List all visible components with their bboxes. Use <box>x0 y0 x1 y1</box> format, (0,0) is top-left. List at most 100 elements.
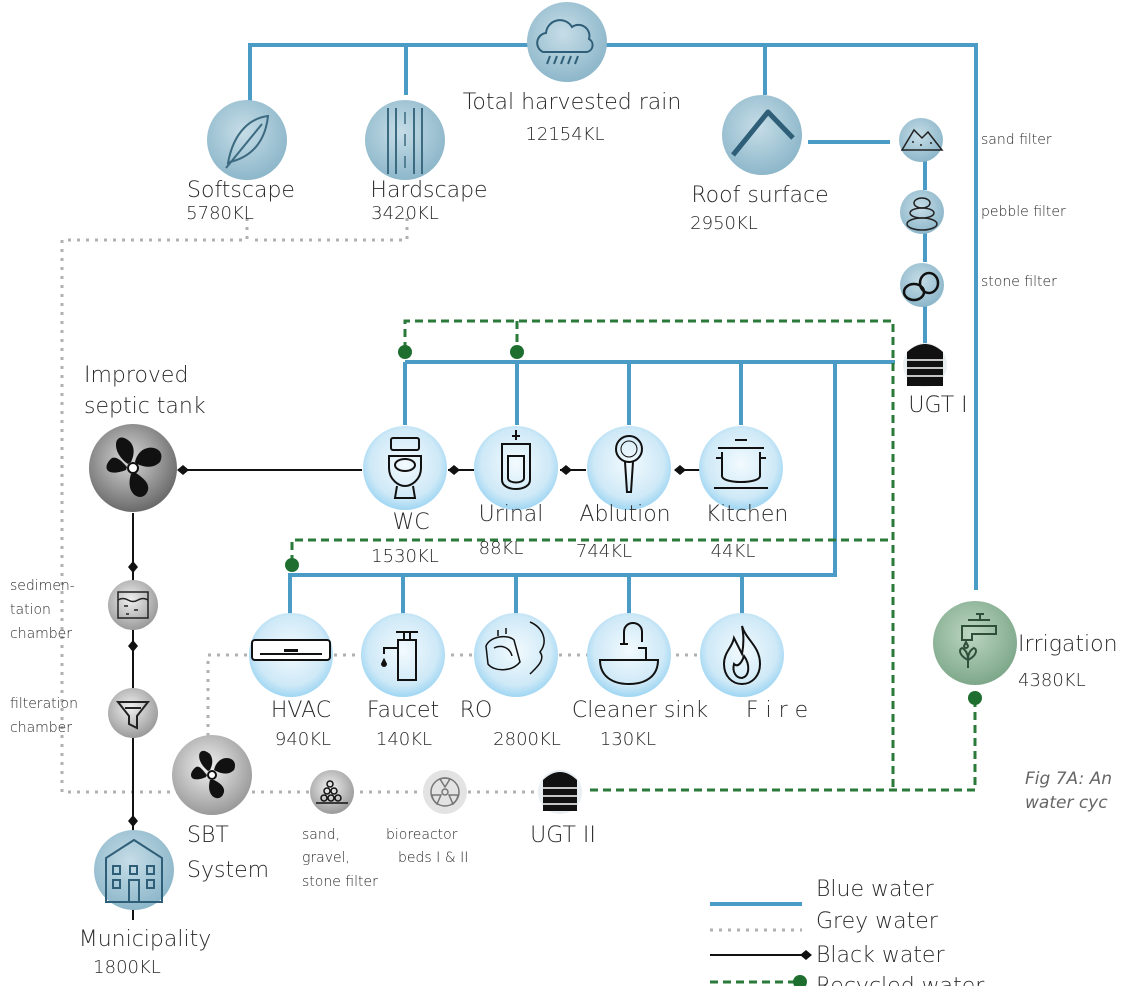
sbt-node <box>172 735 252 815</box>
legend-black-label: Black water <box>816 943 945 968</box>
municipality-node <box>94 830 174 910</box>
sand-gravel-node <box>310 770 354 814</box>
filtration-line2: chamber <box>10 720 72 736</box>
grey-water-pipes <box>60 218 703 794</box>
septic-label-line2: septic tank <box>84 394 206 419</box>
ro-node <box>474 613 558 697</box>
stone-filter-label: stone filter <box>981 274 1057 290</box>
sbt-line1: SBT <box>187 823 229 848</box>
urinal-icon <box>501 430 531 490</box>
ugt2-node <box>538 770 582 814</box>
kitchen-value: 44KL <box>711 541 756 562</box>
faucet-value: 140KL <box>376 729 432 750</box>
legend-item-grey: Grey water <box>710 909 939 934</box>
wc-node <box>363 426 447 510</box>
irrigation-node <box>933 601 1017 685</box>
sand-gravel-line1: sand, <box>302 827 340 843</box>
ablution-label: Ablution <box>579 502 670 527</box>
figure-caption-line2: water cyc <box>1025 793 1108 813</box>
legend-item-blue: Blue water <box>710 877 935 906</box>
wc-value: 1530KL <box>371 546 439 567</box>
wc-label: WC <box>392 510 429 535</box>
tap-plant-icon <box>959 613 997 668</box>
toilet-icon <box>388 437 422 499</box>
stone-filter-node <box>900 263 944 307</box>
municipality-label: Municipality <box>79 927 212 952</box>
radiation-icon <box>430 777 460 807</box>
cooking-pot-icon <box>714 439 768 489</box>
road-icon <box>387 108 423 174</box>
funnel-icon <box>115 701 151 730</box>
ablution-value: 744KL <box>576 541 632 562</box>
gravel-icon <box>316 780 348 804</box>
sand-filter-label: sand filter <box>981 132 1052 148</box>
faucet-icon <box>380 631 418 681</box>
sand-pile-icon <box>900 128 944 151</box>
septic-tank-node <box>89 424 177 512</box>
hvac-label: HVAC <box>271 698 331 723</box>
legend-recycled-label: Recycled water <box>816 974 985 986</box>
legend-item-recycled: Recycled water <box>710 974 985 986</box>
sand-gravel-line3: stone filter <box>302 874 378 890</box>
fire-node <box>700 613 784 697</box>
ugt1-node <box>903 343 947 387</box>
sink-icon <box>598 622 660 686</box>
stones-icon <box>902 271 940 302</box>
municipality-value: 1800KL <box>93 957 161 978</box>
roof-node <box>722 95 802 175</box>
tank-icon <box>543 772 577 811</box>
legend-blue-label: Blue water <box>816 877 935 902</box>
filtration-node <box>108 688 158 738</box>
filtration-line1: filteration <box>10 696 78 712</box>
fire-label: F i r e <box>746 698 808 723</box>
ro-value: 2800KL <box>493 729 561 750</box>
bioreactor-line2: beds I & II <box>398 850 468 866</box>
rain-node <box>527 2 607 82</box>
hvac-value: 940KL <box>275 729 331 750</box>
sand-gravel-line2: gravel, <box>302 850 350 866</box>
sbt-line2: System <box>187 858 269 883</box>
recycled-water-pipes <box>290 319 977 792</box>
urinal-label: Urinal <box>479 502 544 527</box>
pebble-filter-label: pebble filter <box>981 204 1066 220</box>
building-icon <box>105 838 163 903</box>
faucet-node <box>361 613 445 697</box>
fan-icon <box>190 750 236 799</box>
faucet-label: Faucet <box>367 698 439 723</box>
sedimentation-icon <box>117 591 149 619</box>
softscape-label: Softscape <box>187 178 295 203</box>
ugt2-label: UGT II <box>530 823 596 848</box>
recycled-junctions <box>285 345 982 705</box>
air-conditioner-icon <box>251 639 331 661</box>
bioreactor-line1: bioreactor <box>386 827 458 843</box>
figure-caption-line1: Fig 7A: An <box>1025 769 1112 789</box>
tank-icon <box>907 344 943 386</box>
softscape-value: 5780KL <box>186 203 254 224</box>
sedimentation-node <box>108 580 158 630</box>
black-water-arrowheads <box>128 465 686 827</box>
shower-head-icon <box>615 435 643 493</box>
sand-filter-node <box>899 118 944 162</box>
hardscape-value: 3420KL <box>371 203 439 224</box>
ablution-node <box>587 426 671 510</box>
pebble-filter-node <box>900 190 944 234</box>
kitchen-label: Kitchen <box>706 502 789 527</box>
urinal-node <box>474 426 558 510</box>
fire-icon <box>722 625 762 686</box>
irrigation-value: 4380KL <box>1018 670 1086 691</box>
septic-label-line1: Improved <box>84 363 188 388</box>
roof-icon <box>731 109 795 157</box>
legend-item-black: Black water <box>710 943 945 968</box>
kitchen-node <box>699 426 783 510</box>
hvac-node <box>249 613 333 697</box>
bioreactor-node <box>423 770 467 814</box>
sedimentation-line2: tation <box>10 602 51 618</box>
roof-label: Roof surface <box>691 183 828 208</box>
roof-value: 2950KL <box>690 213 758 234</box>
drinking-water-icon <box>485 621 545 675</box>
rain-value: 12154KL <box>525 124 604 145</box>
fan-icon <box>106 437 162 497</box>
ro-label: RO <box>460 698 493 723</box>
ugt1-label: UGT I <box>908 393 967 418</box>
urinal-value: 88KL <box>479 538 524 559</box>
